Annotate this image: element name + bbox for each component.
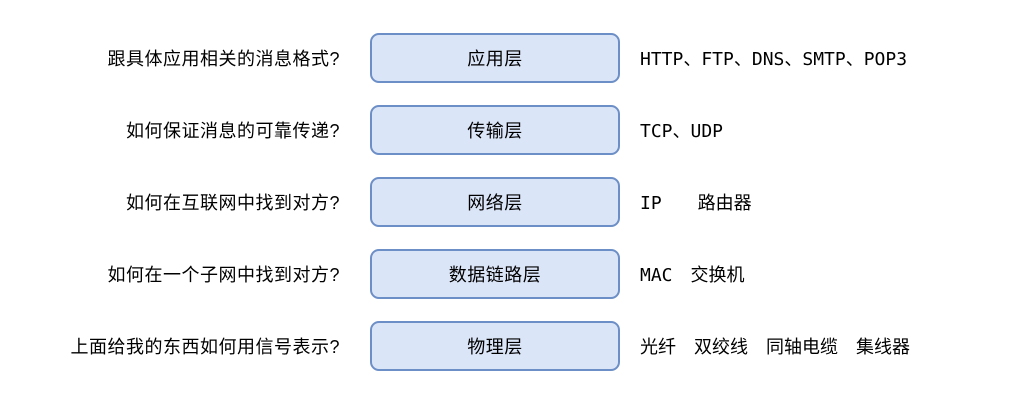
examples-label: 光纤 双绞线 同轴电缆 集线器 — [640, 337, 910, 358]
question-label: 如何在一个子网中找到对方? — [107, 265, 340, 285]
layer-box-application: 应用层 — [370, 33, 620, 83]
diagram-row-datalink: 如何在一个子网中找到对方? 数据链路层 MAC 交换机 — [0, 238, 1016, 310]
layer-name: 数据链路层 — [448, 265, 542, 285]
layer-name: 应用层 — [467, 49, 523, 69]
diagram-row-transport: 如何保证消息的可靠传递? 传输层 TCP、UDP — [0, 94, 1016, 166]
examples-label: MAC 交换机 — [640, 265, 745, 286]
diagram-row-network: 如何在互联网中找到对方? 网络层 IP 路由器 — [0, 166, 1016, 238]
layer-box-datalink: 数据链路层 — [370, 249, 620, 299]
layer-name: 网络层 — [467, 193, 523, 213]
examples-label: HTTP、FTP、DNS、SMTP、POP3 — [640, 49, 908, 70]
layer-name: 物理层 — [467, 337, 523, 357]
question-label: 跟具体应用相关的消息格式? — [107, 49, 340, 69]
layer-box-network: 网络层 — [370, 177, 620, 227]
layer-box-transport: 传输层 — [370, 105, 620, 155]
question-label: 如何在互联网中找到对方? — [125, 193, 340, 213]
examples-label: IP 路由器 — [640, 193, 752, 214]
examples-label: TCP、UDP — [640, 121, 724, 142]
layer-name: 传输层 — [467, 121, 523, 141]
question-label: 如何保证消息的可靠传递? — [125, 121, 340, 141]
diagram-row-physical: 上面给我的东西如何用信号表示? 物理层 光纤 双绞线 同轴电缆 集线器 — [0, 310, 1016, 382]
layer-box-physical: 物理层 — [370, 321, 620, 371]
question-label: 上面给我的东西如何用信号表示? — [70, 337, 340, 357]
diagram-row-application: 跟具体应用相关的消息格式? 应用层 HTTP、FTP、DNS、SMTP、POP3 — [0, 22, 1016, 94]
